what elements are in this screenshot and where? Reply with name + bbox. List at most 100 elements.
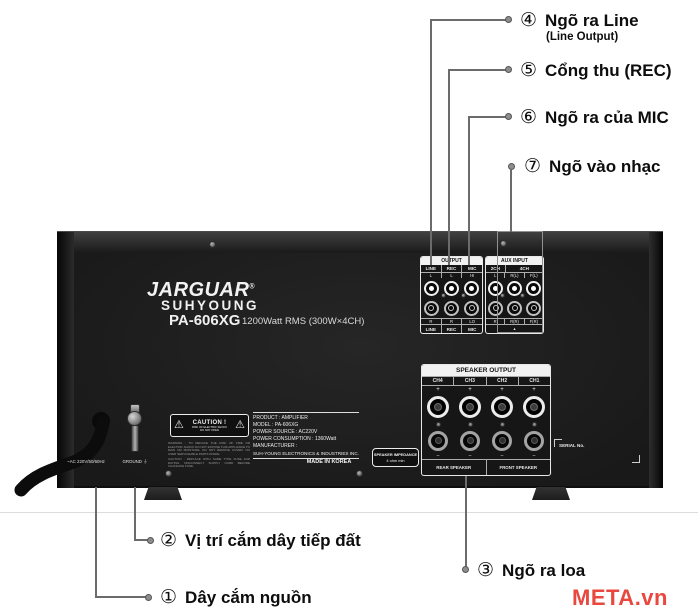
rca-jack <box>526 300 541 316</box>
rca-jack <box>423 300 439 316</box>
product-line: SUH-YOUNG ELECTRONICS & INDUSTRIES INC. <box>253 451 359 457</box>
sub-label: L <box>429 273 432 278</box>
warning-triangle-icon: ⚠ <box>235 419 245 431</box>
callout-7: ⑦ Ngõ vào nhạc <box>524 155 661 178</box>
callout-line-2 <box>134 539 149 541</box>
sub-label: R(L) <box>504 273 523 278</box>
callout-3: ③ Ngõ ra loa <box>477 559 585 582</box>
callout-1-number: ① <box>160 587 178 608</box>
channel-label-ch4: CH4 <box>432 378 443 384</box>
screw <box>165 470 172 477</box>
sub-label: R <box>440 319 462 324</box>
col-label-4ch: 4CH <box>504 265 543 272</box>
callout-3-label: Ngõ ra loa <box>502 561 586 580</box>
product-line: POWER SOURCE : AC220V <box>253 429 318 436</box>
impedance-title: SPEAKER IMPEDANCE <box>373 452 418 457</box>
callout-line-4 <box>430 19 508 21</box>
rca-jack <box>507 280 522 296</box>
meta-vn-watermark: META.vn <box>572 585 668 610</box>
screw <box>500 240 507 247</box>
speaker-jack <box>491 395 513 418</box>
foot-mark: ▲ <box>512 327 517 331</box>
sub-label: F(R) <box>523 319 543 324</box>
plus-mark: + <box>500 386 504 393</box>
sub-label: R <box>493 319 497 324</box>
callout-line-6 <box>468 116 508 118</box>
callout-1: ① Dây cắm nguồn <box>160 586 312 609</box>
divider <box>253 412 359 413</box>
plus-mark: + <box>468 386 472 393</box>
caution-line1: RISK OF ELECTRIC SHOCK <box>191 425 228 429</box>
callout-line-6 <box>468 116 470 265</box>
sub-label: R(R) <box>504 319 523 324</box>
rca-jack <box>464 300 480 316</box>
callout-4-label: Ngõ ra Line <box>545 11 639 30</box>
caution-box: ⚠ CAUTION ! RISK OF ELECTRIC SHOCK DO NO… <box>170 414 249 437</box>
callout-2-label: Vị trí cắm dây tiếp đất <box>185 531 361 550</box>
screw <box>500 293 505 298</box>
amp-foot-left <box>144 487 182 500</box>
col-label-mic: MIC <box>461 265 482 272</box>
aux-4ch-highlight-box <box>497 231 543 333</box>
speaker-jack <box>523 395 545 418</box>
right-bevel <box>649 232 663 488</box>
warning-fine-print: WARNING : TO REDUCE THE RISK OF FIRE OR … <box>168 441 250 456</box>
screw <box>441 293 446 298</box>
power-specs: 1200Watt RMS (300W×4CH) <box>242 316 365 327</box>
sub-label: L <box>493 273 497 278</box>
ac-power-label: ~AC 220V/50/60Hz <box>67 459 105 464</box>
speaker-jack <box>460 430 480 451</box>
callout-6-label: Ngõ ra của MIC <box>545 108 669 127</box>
screw <box>467 421 473 427</box>
rear-face <box>74 253 649 486</box>
rear-speaker-label: REAR SPEAKER <box>436 465 472 470</box>
top-bevel <box>57 232 663 253</box>
callout-dot-1 <box>145 594 152 601</box>
screw <box>461 293 466 298</box>
brand-text: JARGUAR <box>147 279 250 301</box>
left-bevel <box>57 232 74 488</box>
callout-line-7 <box>510 170 512 232</box>
product-info-block: PRODUCT : AMPLIFIER MODEL : PA-606XG POW… <box>253 415 365 458</box>
foot-label: MIC <box>461 325 482 333</box>
speaker-jack <box>459 395 481 418</box>
callout-5-number: ⑤ <box>520 60 538 81</box>
rca-jack <box>488 300 503 316</box>
product-line: POWER CONSUMPTION : 1360Watt <box>253 436 337 443</box>
callout-6-number: ⑥ <box>520 107 538 128</box>
brand-logo: JARGUAR® <box>147 279 255 302</box>
rca-jack <box>423 280 439 296</box>
callout-dot-3 <box>462 566 469 573</box>
impedance-value: 4 ohm min <box>386 458 405 463</box>
minus-mark: – <box>532 453 536 459</box>
rca-jack <box>443 280 459 296</box>
col-label-2ch: 2CH <box>490 266 500 271</box>
screw <box>356 470 363 477</box>
screw <box>531 421 537 427</box>
minus-mark: – <box>436 453 440 459</box>
channel-label-ch3: CH3 <box>453 377 485 385</box>
callout-line-5 <box>448 69 508 71</box>
rca-jack <box>464 280 480 296</box>
output-jack-group: OUTPUT LINE REC MIC L L HI R R LO LINE <box>420 256 483 334</box>
sub-label: L <box>440 273 462 278</box>
caution-title: CAUTION ! <box>192 419 227 426</box>
col-label-line: LINE <box>425 266 437 271</box>
speaker-jack <box>524 430 544 451</box>
sub-label: HI <box>461 273 482 278</box>
callout-line-4 <box>430 19 432 265</box>
registered-mark: ® <box>249 283 256 291</box>
minus-mark: – <box>500 453 504 459</box>
callout-5: ⑤ Cổng thu (REC) <box>520 59 672 82</box>
screw <box>520 293 525 298</box>
output-group-title: OUTPUT <box>421 257 482 265</box>
callout-3-number: ③ <box>477 560 495 581</box>
callout-dot-2 <box>147 537 154 544</box>
speaker-impedance-box: SPEAKER IMPEDANCE 4 ohm min <box>372 448 419 467</box>
product-line: MANUFACTURER : <box>253 443 298 450</box>
callout-1-label: Dây cắm nguồn <box>185 588 312 607</box>
ground-terminal-screw <box>127 411 142 426</box>
callout-line-5 <box>448 69 450 265</box>
